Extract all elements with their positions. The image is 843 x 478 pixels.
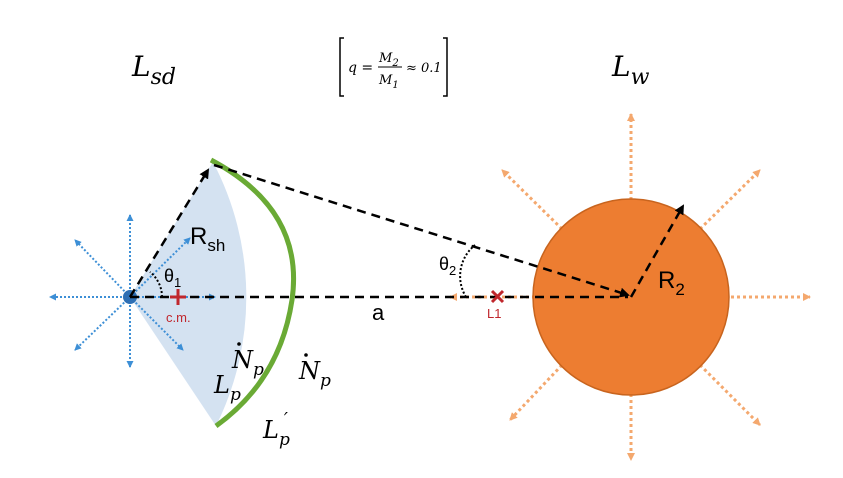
svg-text:≈ 0.1: ≈ 0.1 xyxy=(406,61,442,76)
theta2-arc xyxy=(459,244,476,298)
label-R-sh: Rsh xyxy=(190,223,225,255)
l1-marker xyxy=(490,289,505,304)
label-L1: L1 xyxy=(487,306,501,321)
svg-text:M2: M2 xyxy=(378,51,399,69)
label-theta1: θ1 xyxy=(164,266,181,290)
label-Np-outer: Np xyxy=(298,353,331,391)
mass-ratio-formula: q = M2 M1 ≈ 0.1 xyxy=(339,37,448,97)
svg-text:Np: Np xyxy=(231,346,264,380)
label-theta2: θ2 xyxy=(439,254,456,278)
label-L-sd: Lsd xyxy=(131,50,176,90)
label-cm: c.m. xyxy=(166,310,191,325)
label-Lp-prime: Lp′ xyxy=(262,409,290,450)
svg-text:Np: Np xyxy=(298,357,331,391)
center-of-mass-marker xyxy=(170,289,186,305)
shocked-region xyxy=(130,162,247,426)
wind-arrows-left xyxy=(49,214,216,368)
label-Np-inner: Np xyxy=(231,342,264,380)
label-R2: R2 xyxy=(658,267,685,299)
shock-front-arc xyxy=(209,157,297,429)
svg-text:q =: q = xyxy=(348,60,373,76)
label-Lp: Lp xyxy=(213,371,241,405)
geometry-lines xyxy=(128,163,685,299)
label-L-w: Lw xyxy=(611,50,650,90)
label-a: a xyxy=(372,300,385,325)
svg-text:M1: M1 xyxy=(378,73,399,91)
